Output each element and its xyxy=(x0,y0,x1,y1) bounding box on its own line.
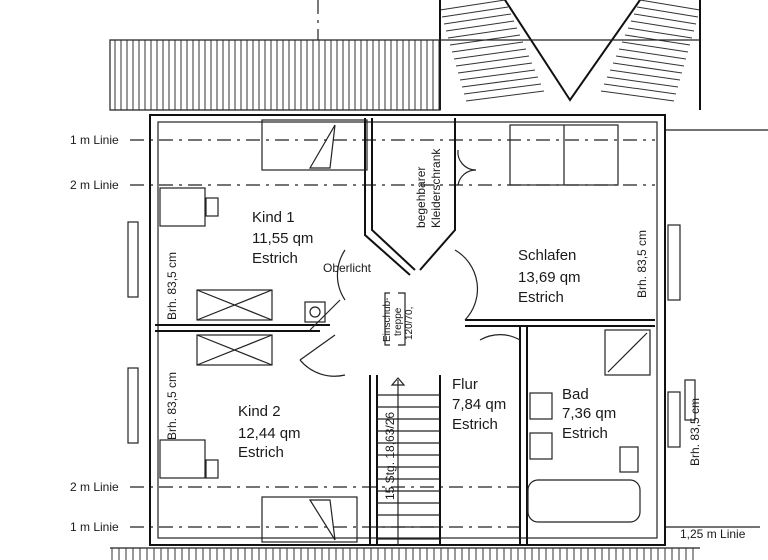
line-label: 2 m Linie xyxy=(70,480,119,494)
hatch-line xyxy=(465,90,545,102)
stairs-label: 15 Stg. 18,63/26 xyxy=(383,412,397,500)
room-kind2: Kind 2 12,44 qm Estrich xyxy=(238,403,301,461)
hatch-line xyxy=(606,76,679,88)
hatch-line xyxy=(463,83,542,95)
room-flur: Flur 7,84 qm Estrich xyxy=(452,376,506,433)
hatch-line xyxy=(445,20,515,32)
attic-stair-label: 120/70, xyxy=(404,307,415,340)
hatch-line xyxy=(441,6,509,18)
height-lines xyxy=(130,0,768,528)
line-label: 2 m Linie xyxy=(70,178,119,192)
room-name: Bad xyxy=(562,386,589,403)
room-name: Schlafen xyxy=(518,247,576,264)
room-name: Kind 2 xyxy=(238,403,281,420)
roof-hatching-bottom xyxy=(110,547,700,560)
hatch-line xyxy=(447,27,518,39)
hatch-line xyxy=(455,55,530,67)
closet-label: begehbarer xyxy=(414,167,428,228)
windows xyxy=(127,221,696,448)
hatch-line xyxy=(630,20,695,32)
hatch-line xyxy=(600,90,675,102)
room-area: 11,55 qm xyxy=(252,230,313,247)
room-floor: Estrich xyxy=(238,444,284,461)
hatch-line xyxy=(609,69,681,81)
room-area: 12,44 qm xyxy=(238,425,301,442)
line-label: 1 m Linie xyxy=(70,133,119,147)
hatch-line xyxy=(461,76,539,88)
hatch-line xyxy=(612,62,683,74)
room-name: Flur xyxy=(452,376,478,393)
hatch-line xyxy=(627,27,693,39)
stairs xyxy=(377,377,440,545)
hatch-line xyxy=(457,62,533,74)
room-floor: Estrich xyxy=(518,289,564,306)
hatch-line xyxy=(443,13,512,25)
sill-height-label: Brh. 83,5 cm xyxy=(165,372,179,440)
skylight-label: Oberlicht xyxy=(323,261,372,275)
hatch-line xyxy=(621,41,689,53)
hatch-line xyxy=(439,0,506,11)
door-swings xyxy=(299,149,521,377)
room-area: 13,69 qm xyxy=(518,269,581,286)
line-label: 1 m Linie xyxy=(70,520,119,534)
hatch-line xyxy=(451,41,524,53)
hatch-line xyxy=(453,48,527,60)
room-kind1: Kind 1 11,55 qm Estrich xyxy=(252,209,313,267)
roof-hatching-top xyxy=(114,0,701,110)
room-floor: Estrich xyxy=(562,425,608,442)
room-area: 7,36 qm xyxy=(562,405,616,422)
hatch-line xyxy=(615,55,685,67)
roof-ridge xyxy=(109,0,701,111)
walls xyxy=(149,114,666,546)
closet-label: Kleiderschrank xyxy=(429,148,443,228)
room-bad: Bad 7,36 qm Estrich xyxy=(562,386,616,442)
line-label: 1,25 m Linie xyxy=(680,527,746,541)
hatch-line xyxy=(618,48,687,60)
line-labels: 1 m Linie 2 m Linie 2 m Linie 1 m Linie … xyxy=(70,133,746,541)
room-area: 7,84 qm xyxy=(452,396,506,413)
sill-height-label: Brh. 83,5 cm xyxy=(165,252,179,320)
room-name: Kind 1 xyxy=(252,209,295,226)
room-floor: Estrich xyxy=(452,416,498,433)
attic-stair-label: treppe xyxy=(393,307,404,336)
hatch-line xyxy=(633,13,697,25)
hatch-line xyxy=(636,6,699,18)
sill-height-label: Brh. 83,5 cm xyxy=(688,398,702,466)
hatch-line xyxy=(603,83,677,95)
furniture xyxy=(159,119,651,543)
attic-stair-label: Einschub- xyxy=(382,298,393,342)
room-schlafen: Schlafen 13,69 qm Estrich xyxy=(518,247,581,306)
hatch-line xyxy=(639,0,701,11)
sill-height-label: Brh. 83,5 cm xyxy=(635,230,649,298)
hatch-line xyxy=(459,69,536,81)
room-floor: Estrich xyxy=(252,250,298,267)
